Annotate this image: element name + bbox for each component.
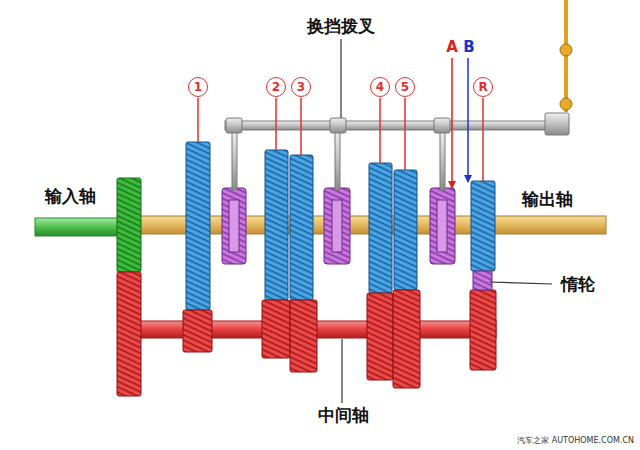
callout-number: 1 [194, 81, 202, 93]
callout-number: 5 [401, 81, 409, 93]
callout-circle: 5 [395, 77, 415, 97]
arrow-label: A [446, 39, 458, 56]
callout-circle: 1 [188, 77, 208, 97]
callout-circle: 2 [266, 77, 286, 97]
callout-number: 2 [272, 81, 280, 93]
callout-number: R [478, 81, 487, 93]
callout-circle: R [473, 77, 493, 97]
part-label: 输入轴 [45, 187, 96, 206]
callout-number: 4 [376, 81, 384, 93]
callout-circle: 3 [291, 77, 311, 97]
callout-circle: 4 [370, 77, 390, 97]
part-label: 输出轴 [522, 190, 573, 209]
part-label: 中间轴 [318, 406, 369, 425]
part-label: 换挡拨叉 [307, 17, 375, 36]
watermark: 汽车之家 AUTOHOME.COM.CN [517, 437, 634, 446]
part-label: 惰轮 [561, 275, 595, 294]
callout-number: 3 [297, 81, 305, 93]
arrow-label: B [463, 39, 474, 56]
